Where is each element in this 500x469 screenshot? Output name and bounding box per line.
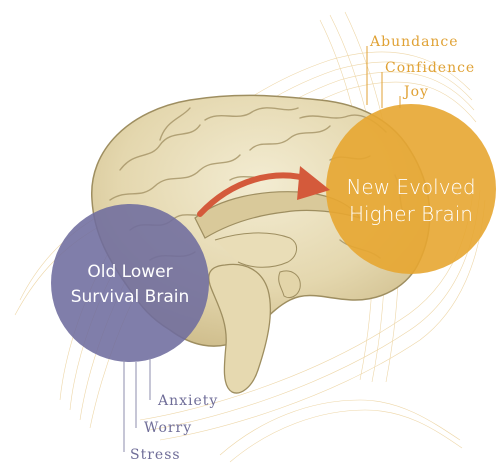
lower-brain-label-line1: Old Lower <box>87 262 172 282</box>
emotion-worry: Worry <box>144 420 192 436</box>
higher-brain-label-line2: Higher Brain <box>349 202 473 226</box>
lower-brain-circle <box>51 204 209 362</box>
higher-brain-circle <box>326 104 496 274</box>
emotion-anxiety: Anxiety <box>157 393 218 409</box>
emotion-joy: Joy <box>402 84 429 100</box>
emotion-stress: Stress <box>130 447 181 463</box>
lower-emotion-leaders <box>123 358 151 452</box>
emotion-abundance: Abundance <box>369 34 459 50</box>
emotion-confidence: Confidence <box>385 60 475 76</box>
lower-brain-label-line2: Survival Brain <box>71 287 190 307</box>
higher-emotion-leaders <box>366 46 401 108</box>
higher-brain-label-line1: New Evolved <box>346 175 475 199</box>
curved-arrow-icon <box>197 166 330 217</box>
